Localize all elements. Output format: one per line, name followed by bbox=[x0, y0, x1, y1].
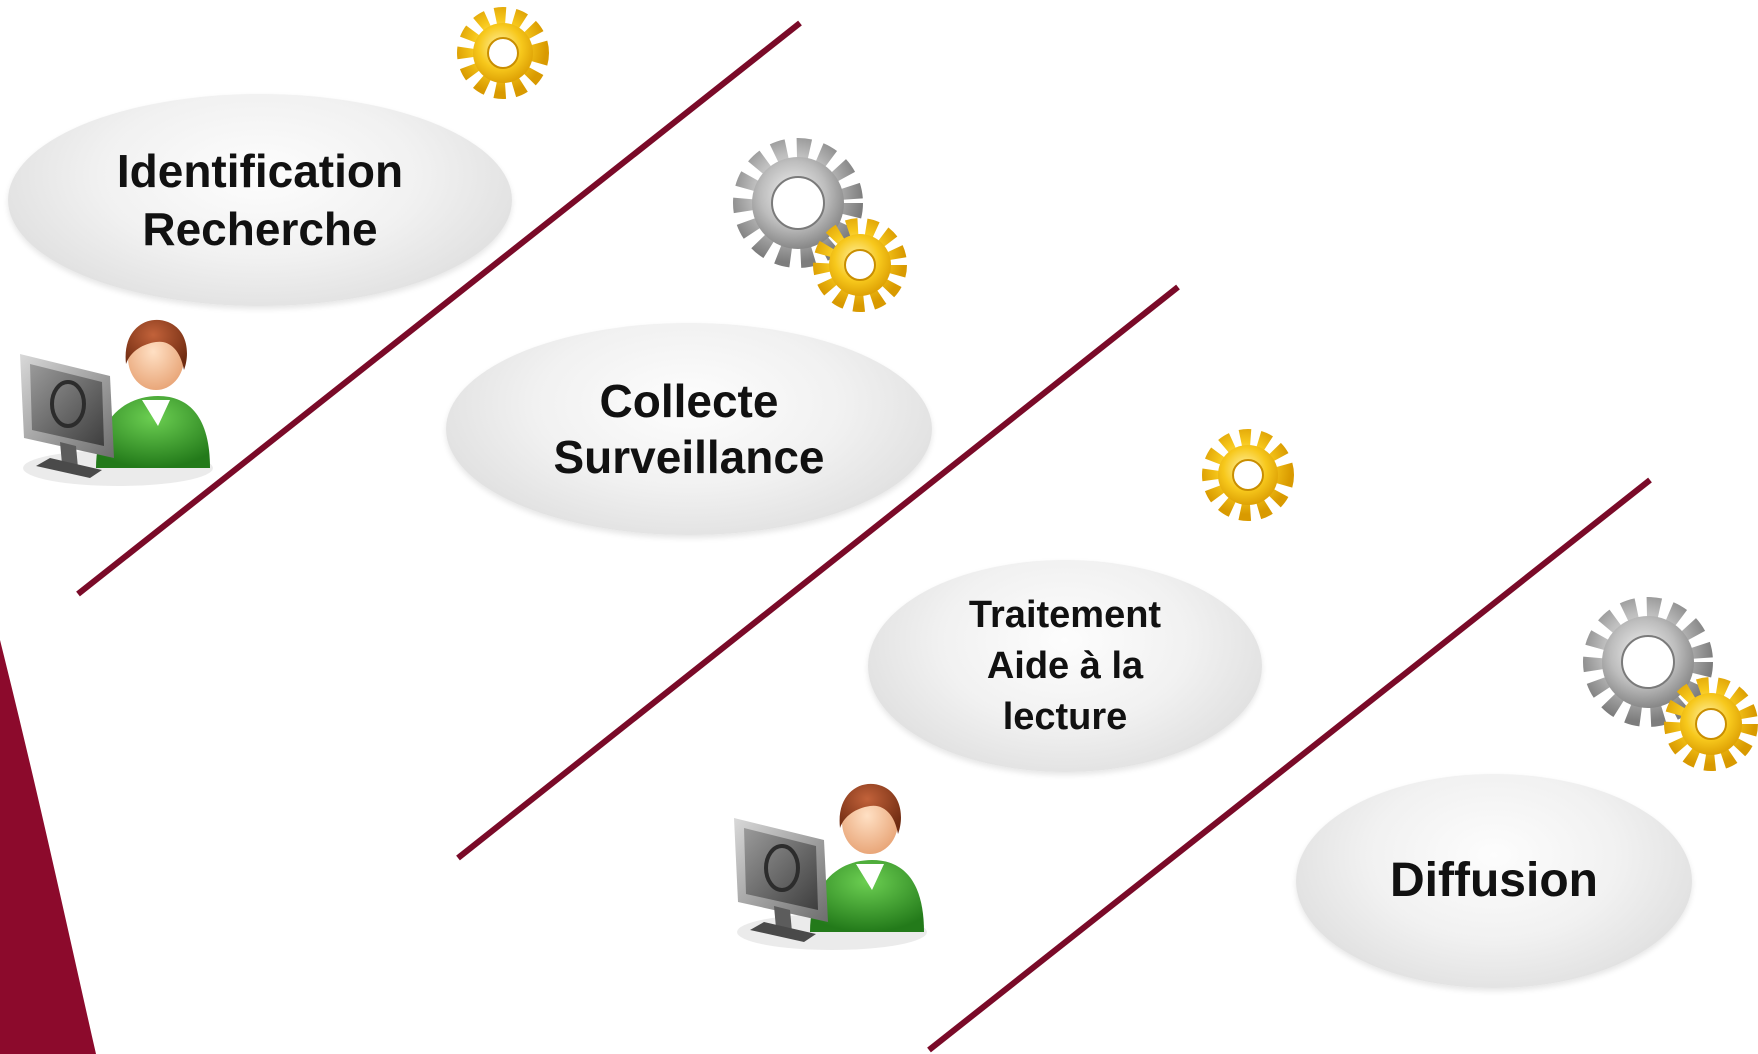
stage-identification-recherche: Identification Recherche bbox=[8, 94, 512, 306]
divider-line bbox=[76, 20, 802, 597]
gear-icon bbox=[1202, 429, 1294, 521]
stage-label-line: Traitement bbox=[968, 593, 1162, 636]
stage-label-line: lecture bbox=[1002, 695, 1128, 738]
stage-collecte-surveillance: Collecte Surveillance bbox=[446, 323, 932, 535]
stage-label-line: Aide à la bbox=[986, 644, 1144, 687]
stage-label-line: Diffusion bbox=[1390, 854, 1598, 907]
stage-label-line: Surveillance bbox=[553, 431, 825, 483]
stage-traitement: Traitement Aide à la lecture bbox=[868, 560, 1262, 772]
stage-label-line: Collecte bbox=[599, 375, 779, 427]
user-at-computer-icon bbox=[734, 783, 927, 950]
user-at-computer-icon bbox=[20, 319, 213, 486]
gears-icon bbox=[1583, 597, 1758, 771]
stage-diffusion: Diffusion bbox=[1296, 774, 1692, 988]
stage-label-line: Identification bbox=[116, 145, 404, 197]
divider-line bbox=[456, 284, 1180, 861]
gears-icon bbox=[733, 138, 907, 312]
stage-label-line: Recherche bbox=[142, 203, 378, 255]
gear-icon bbox=[457, 7, 549, 99]
divider-line bbox=[927, 477, 1652, 1053]
accent-band bbox=[0, 640, 96, 1054]
